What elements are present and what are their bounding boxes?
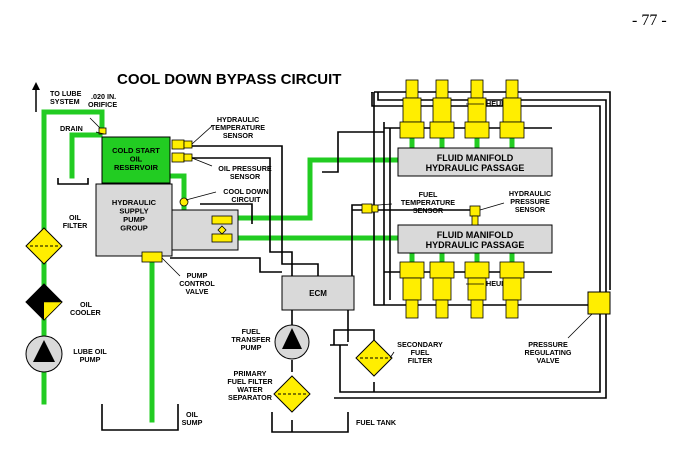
ecm bbox=[281, 275, 355, 311]
oil-cooler bbox=[25, 283, 63, 321]
cold-start-oil-reservoir bbox=[101, 136, 171, 184]
label-heui-bottom: HEUI bbox=[486, 279, 503, 288]
heui-injector-bottom-2 bbox=[429, 261, 455, 319]
drain-tank bbox=[57, 178, 89, 185]
diagram-title: COOL DOWN BYPASS CIRCUIT bbox=[117, 71, 341, 88]
label-fuel-tank: FUEL TANK bbox=[356, 418, 397, 427]
heui-injector-bottom-4 bbox=[499, 261, 525, 319]
heui-injectors-top bbox=[399, 79, 525, 139]
arrow-up-icon bbox=[32, 82, 40, 112]
heui-injector-bottom-1 bbox=[399, 261, 425, 319]
page-number: - 77 - bbox=[632, 12, 667, 29]
oil-pressure-sensor bbox=[171, 152, 193, 163]
primary-fuel-filter bbox=[273, 375, 311, 413]
hydraulic-supply-pump-group bbox=[95, 183, 173, 257]
heui-injector-top-1 bbox=[399, 79, 425, 139]
fluid-manifold-bottom bbox=[397, 224, 553, 254]
cool-down-valve bbox=[179, 197, 189, 207]
fuel-transfer-pump bbox=[274, 324, 310, 360]
fluid-manifold-top bbox=[397, 147, 553, 177]
label-ecm: ECM bbox=[309, 289, 327, 298]
lube-oil-pump bbox=[25, 335, 63, 373]
pressure-regulating-valve bbox=[587, 291, 611, 315]
label-orifice: .020 IN.ORIFICE bbox=[88, 92, 117, 109]
hydraulic-temperature-sensor bbox=[171, 139, 193, 150]
oil-sump bbox=[101, 404, 179, 431]
label-drain: DRAIN bbox=[60, 124, 83, 133]
check-valves bbox=[211, 215, 233, 243]
heui-injector-top-2 bbox=[429, 79, 455, 139]
leader-lines bbox=[89, 103, 593, 359]
oil-filter bbox=[25, 227, 63, 265]
label-heui-top: HEUI bbox=[486, 99, 503, 108]
heui-injector-top-3 bbox=[464, 79, 490, 139]
fuel-tank bbox=[271, 412, 349, 433]
fuel-temperature-sensor bbox=[361, 203, 379, 214]
heui-injector-top-4 bbox=[499, 79, 525, 139]
pump-control-valve bbox=[141, 251, 163, 263]
heui-injector-bottom-3 bbox=[464, 261, 490, 319]
secondary-fuel-filter bbox=[355, 339, 393, 377]
heui-injectors-bottom bbox=[399, 261, 525, 319]
hydraulic-pressure-sensor bbox=[469, 205, 481, 226]
